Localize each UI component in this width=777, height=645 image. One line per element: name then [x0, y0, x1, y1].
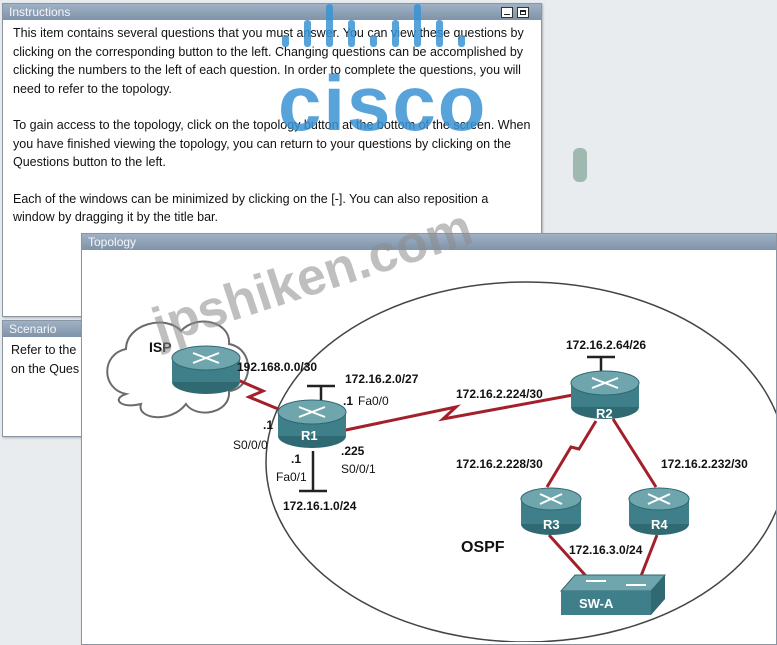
r2-label: R2	[596, 406, 613, 421]
scroll-handle[interactable]	[573, 148, 587, 182]
router-r4-icon	[628, 487, 690, 535]
r1-fa01-network: 172.16.1.0/24	[283, 499, 357, 513]
instructions-paragraph-1: This item contains several questions tha…	[13, 26, 524, 96]
r1-fa01-ip: .1	[291, 452, 301, 466]
r1-s001-interface: S0/0/1	[341, 462, 376, 476]
r2-r3-network: 172.16.2.228/30	[456, 457, 543, 471]
r1-fa01-interface: Fa0/1	[276, 470, 307, 484]
r2-r4-link	[611, 418, 658, 488]
instructions-title: Instructions	[9, 5, 71, 19]
r1-fa00-network: 172.16.2.0/27	[345, 372, 419, 386]
ospf-label: OSPF	[461, 539, 505, 556]
r3-switch-link	[547, 533, 588, 578]
r1-fa00-interface: Fa0/0	[358, 394, 389, 408]
router-r3-icon	[520, 487, 582, 535]
router-isp-icon	[171, 345, 241, 394]
scenario-body: Refer to the on the Ques	[3, 337, 103, 382]
scenario-titlebar[interactable]: Scenario	[3, 321, 103, 337]
instructions-titlebar[interactable]: Instructions	[3, 4, 541, 20]
r1-s000-ip: .1	[263, 418, 273, 432]
topology-diagram: ISP R1 R2 R3 R4 SW-A OSPF 192.168.0.0/30…	[106, 281, 776, 642]
r1-s001-ip: .225	[341, 444, 365, 458]
topology-title: Topology	[88, 235, 137, 249]
r2-lan-network: 172.16.2.64/26	[566, 338, 646, 352]
instructions-paragraph-3: Each of the windows can be minimized by …	[13, 191, 489, 225]
topology-window[interactable]: Topology	[81, 233, 777, 645]
isp-label: ISP	[149, 339, 172, 355]
instructions-body: This item contains several questions tha…	[3, 20, 541, 249]
switch-sw-a-icon	[559, 574, 667, 615]
maximize-button[interactable]	[517, 7, 529, 18]
router-r2-icon	[570, 370, 640, 419]
switch-lan-network: 172.16.3.0/24	[569, 543, 643, 557]
ospf-area	[265, 281, 776, 642]
r1-r2-network: 172.16.2.224/30	[456, 387, 543, 401]
r1-label: R1	[301, 428, 318, 443]
isp-link-network: 192.168.0.0/30	[237, 360, 317, 374]
r1-r2-link	[340, 393, 574, 433]
scenario-title: Scenario	[9, 322, 57, 336]
topology-titlebar[interactable]: Topology	[82, 234, 776, 250]
r2-r4-network: 172.16.2.232/30	[661, 457, 748, 471]
switch-label: SW-A	[579, 596, 614, 611]
router-r1-icon	[277, 399, 347, 448]
r1-s000-interface: S0/0/0	[233, 438, 268, 452]
scenario-line-1: Refer to the	[11, 343, 77, 357]
isp-r1-link	[230, 375, 284, 413]
r4-switch-link	[639, 534, 659, 577]
r1-fa00-ip: .1	[343, 394, 353, 408]
r2-r3-link	[545, 420, 598, 488]
scenario-line-2: on the Ques	[11, 361, 80, 376]
minimize-button[interactable]	[501, 7, 513, 18]
r3-label: R3	[543, 517, 560, 532]
instructions-paragraph-2: To gain access to the topology, click on…	[13, 118, 531, 169]
r4-label: R4	[651, 517, 668, 532]
